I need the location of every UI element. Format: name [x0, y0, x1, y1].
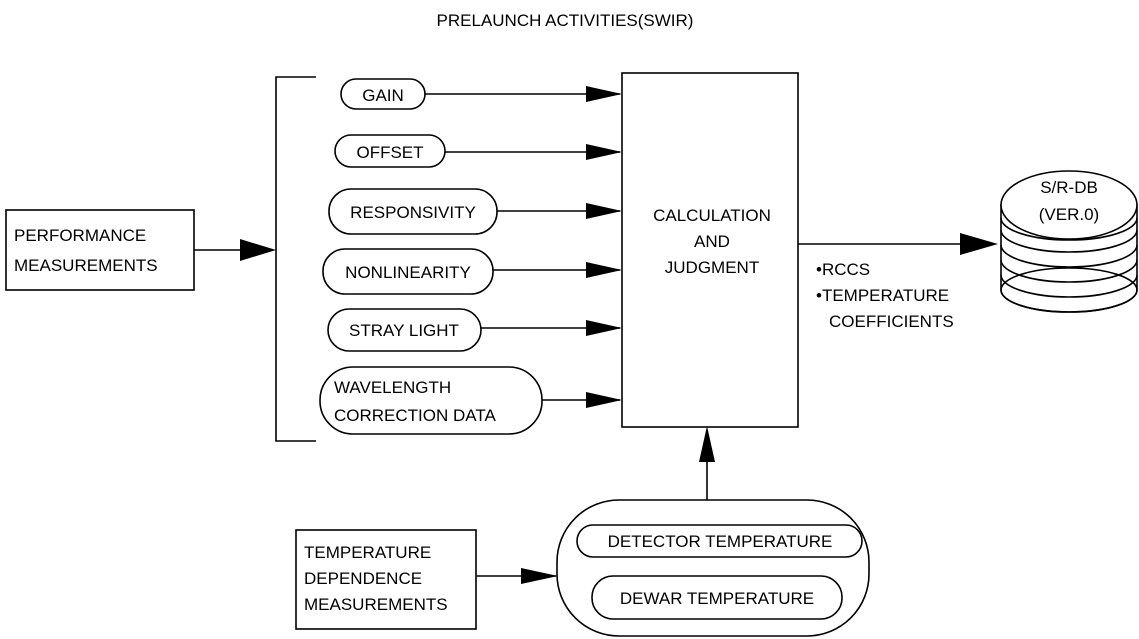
temperature-dependence-box: TEMPERATURE DEPENDENCE MEASUREMENTS: [295, 529, 477, 630]
temp-box-line2: DEPENDENCE: [304, 569, 422, 588]
database-line2: (VER.0): [1039, 205, 1099, 224]
arrowhead-offset: [586, 144, 622, 160]
pill-gain-label: GAIN: [362, 86, 404, 105]
pill-stray-light-label: STRAY LIGHT: [349, 321, 459, 340]
pill-gain: GAIN: [340, 78, 426, 110]
arrowhead-responsivity: [586, 203, 622, 219]
pill-wavelength-line1: WAVELENGTH: [334, 378, 451, 397]
dewar-temperature-pill: [591, 575, 843, 620]
arrowhead-wavelength: [586, 392, 622, 408]
measurement-bracket: [275, 76, 316, 442]
temperature-arrowhead: [521, 568, 558, 584]
calc-line1: CALCULATION: [653, 206, 771, 225]
pill-responsivity: RESPONSIVITY: [328, 188, 498, 235]
output-arrowhead: [960, 233, 998, 255]
performance-line2: MEASUREMENTS: [14, 256, 158, 275]
pill-offset-label: OFFSET: [356, 143, 423, 162]
output-note-coefficients: COEFFICIENTS: [829, 312, 954, 331]
database-line1: S/R-DB: [1040, 178, 1098, 197]
upward-arrowhead: [699, 426, 715, 462]
calculation-judgment-box: CALCULATION AND JUDGMENT: [621, 72, 799, 428]
performance-line1: PERFORMANCE: [14, 226, 146, 245]
arrowhead-gain: [586, 86, 622, 102]
temp-box-line1: TEMPERATURE: [304, 543, 431, 562]
dewar-temperature-label: DEWAR TEMPERATURE: [620, 589, 814, 608]
pill-wavelength-correction: WAVELENGTH CORRECTION DATA: [319, 366, 543, 435]
performance-arrowhead: [240, 239, 276, 261]
temperature-group: DETECTOR TEMPERATURE DEWAR TEMPERATURE: [556, 499, 870, 637]
pill-nonlinearity-label: NONLINEARITY: [345, 263, 471, 282]
temp-box-line3: MEASUREMENTS: [304, 595, 448, 614]
pill-wavelength-line2: CORRECTION DATA: [334, 406, 496, 425]
detector-temperature-label: DETECTOR TEMPERATURE: [608, 532, 833, 551]
arrowhead-stray-light: [586, 320, 622, 336]
detector-temperature-pill: [576, 524, 863, 558]
performance-measurements-box: PERFORMANCE MEASUREMENTS: [5, 209, 195, 291]
calc-line3: JUDGMENT: [665, 258, 759, 277]
pill-nonlinearity: NONLINEARITY: [322, 248, 494, 295]
diagram-title: PRELAUNCH ACTIVITIES(SWIR): [437, 11, 694, 30]
arrowhead-nonlinearity: [586, 262, 622, 278]
output-note-rccs: •RCCS: [816, 260, 870, 279]
pill-stray-light: STRAY LIGHT: [327, 308, 482, 352]
database-stack-icon: S/R-DB (VER.0): [1000, 170, 1138, 313]
calc-line2: AND: [694, 232, 730, 251]
output-note-temperature: •TEMPERATURE: [816, 286, 949, 305]
pill-responsivity-label: RESPONSIVITY: [350, 203, 476, 222]
pill-offset: OFFSET: [334, 134, 446, 168]
output-notes: •RCCS •TEMPERATURE COEFFICIENTS: [816, 260, 954, 331]
